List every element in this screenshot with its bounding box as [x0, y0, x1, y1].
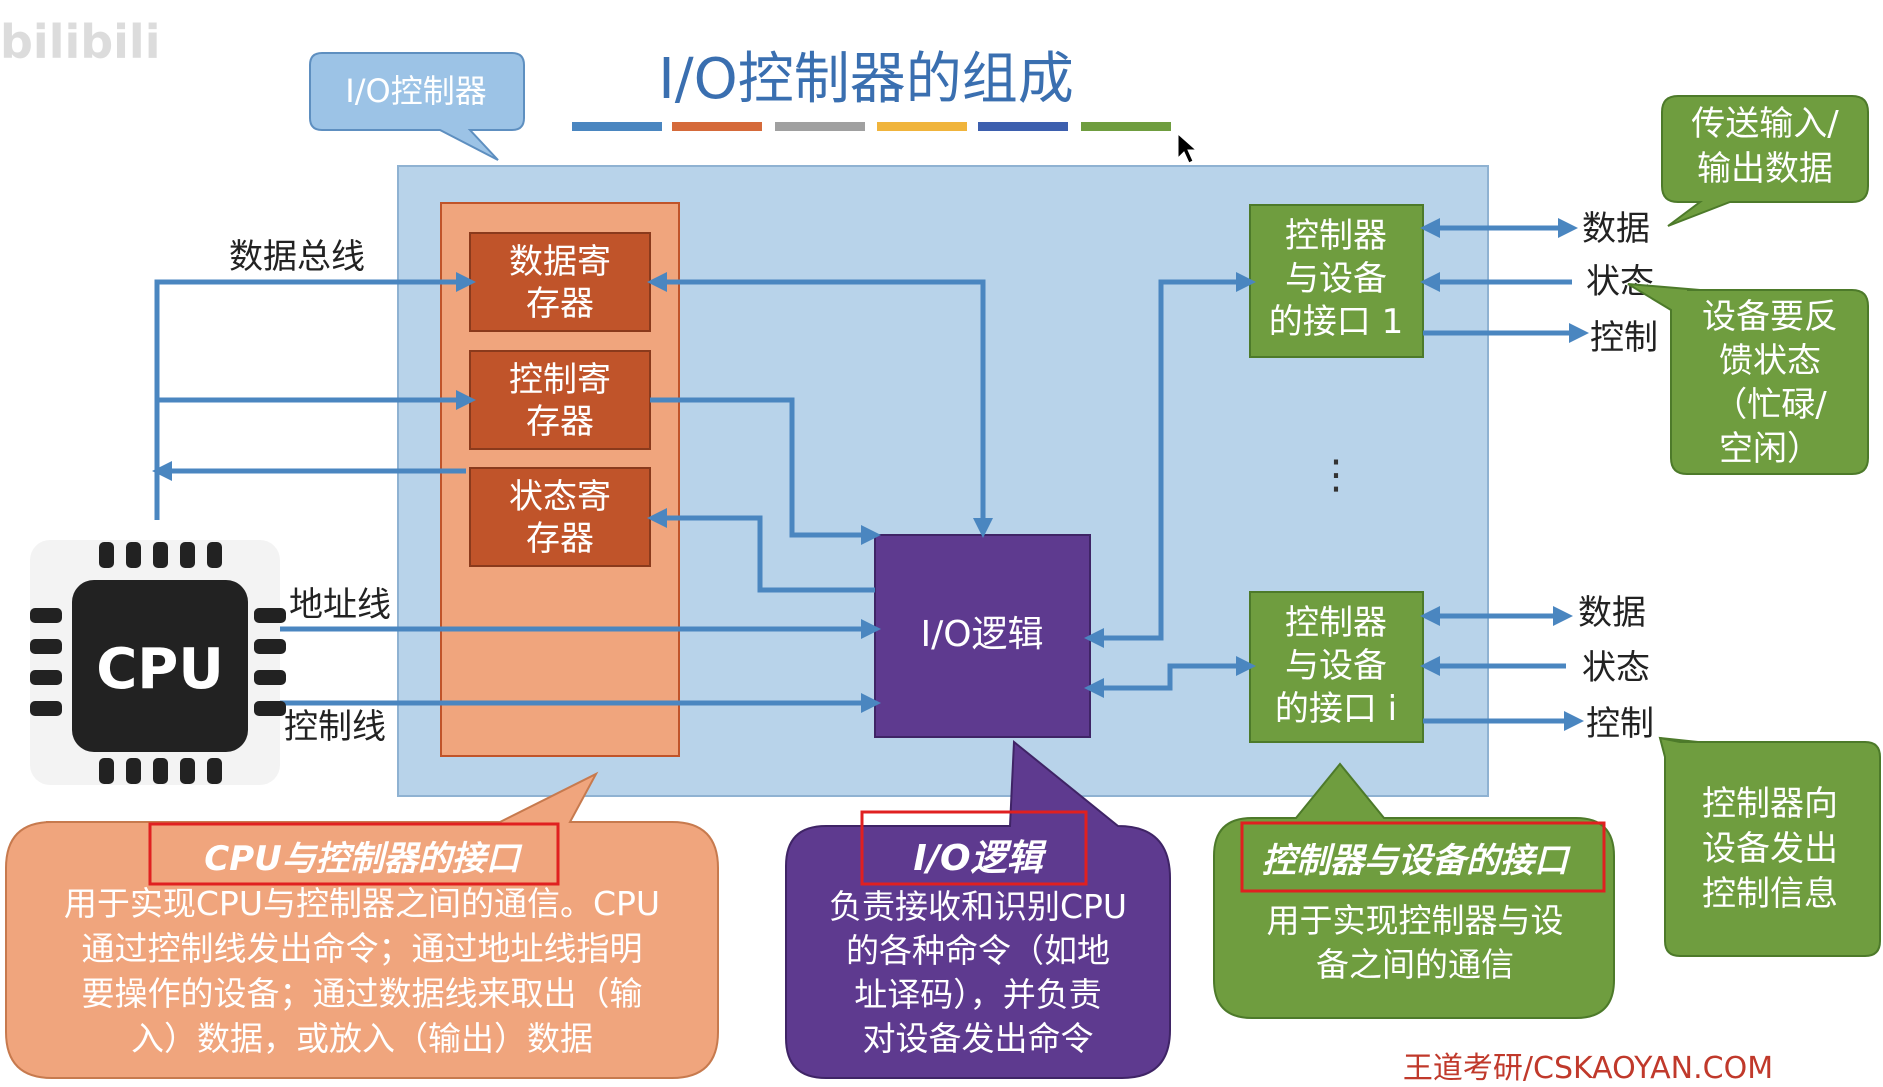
cursor-icon — [1177, 132, 1198, 164]
box-device-interface: 控制器与设备的接口 用于实现控制器与设 备之间的通信 — [1213, 762, 1615, 1019]
box-text: 入）数据，或放入（输出）数据 — [131, 1019, 593, 1058]
io-logic-to-status-register — [647, 508, 875, 593]
device-interface-i: 控制器 与设备 的接口 i — [1249, 591, 1424, 743]
footer-brand: 王道考研/CSKAOYAN.COM — [1403, 1051, 1773, 1083]
address-line-label: 地址线 — [289, 585, 391, 625]
interface-label: 与设备 — [1285, 259, 1387, 299]
box-text: 要操作的设备；通过数据线来取出（输 — [82, 974, 643, 1013]
page-title: I/O控制器的组成 — [658, 47, 1073, 112]
title-underline — [572, 122, 1171, 131]
interface-label: 控制器 — [1285, 216, 1387, 256]
callout-control: 控制器向 设备发出 控制信息 — [1658, 736, 1881, 957]
interface-label: 的接口 1 — [1269, 302, 1403, 342]
register-label: 存器 — [526, 402, 594, 442]
callout-text: 馈状态 — [1719, 341, 1821, 381]
io-logic-block: I/O逻辑 — [874, 534, 1091, 738]
box-text: 用于实现CPU与控制器之间的通信。CPU — [64, 884, 660, 923]
control-line-label: 控制线 — [284, 707, 386, 747]
underline-segment — [775, 122, 865, 131]
box-text: 负责接收和识别CPU — [829, 887, 1127, 926]
ellipsis: ⋮ — [1316, 452, 1356, 498]
interface-label: 的接口 i — [1275, 689, 1397, 729]
register-label: 存器 — [526, 284, 594, 324]
highlight-box — [1240, 821, 1606, 893]
box-text: 备之间的通信 — [1316, 945, 1514, 984]
device-interface-1: 控制器 与设备 的接口 1 — [1249, 204, 1424, 358]
callout-label: I/O控制器 — [345, 72, 486, 110]
box-title: 控制器与设备的接口 — [1262, 841, 1571, 881]
signal-label: 控制 — [1590, 318, 1658, 358]
watermark: bilibili — [0, 15, 160, 69]
cpu-body — [72, 580, 248, 752]
register-label: 数据寄 — [509, 242, 611, 282]
underline-segment — [877, 122, 967, 131]
status-register: 状态寄 存器 — [469, 467, 651, 567]
callout-io-controller: I/O控制器 — [309, 52, 525, 161]
underline-segment — [978, 122, 1068, 131]
callout-text: （忙碌/ — [1713, 385, 1827, 425]
register-label: 状态寄 — [509, 477, 611, 517]
box-title: CPU与控制器的接口 — [204, 839, 522, 879]
callout-text: 空闲） — [1719, 429, 1821, 469]
io-logic-interface-i-arrow — [1084, 656, 1256, 698]
signal-label: 状态 — [1582, 648, 1650, 688]
box-text: 址译码），并负责 — [854, 975, 1102, 1014]
callout-text: 设备要反 — [1702, 297, 1838, 337]
signal-labels-i: 数据 状态 控制 — [1578, 593, 1654, 744]
data-bus-label: 数据总线 — [229, 237, 365, 277]
control-register: 控制寄 存器 — [469, 350, 651, 450]
box-title: I/O逻辑 — [913, 838, 1047, 879]
data-register: 数据寄 存器 — [469, 232, 651, 332]
cpu-label: CPU — [96, 637, 224, 702]
data-bus-to-data-register — [154, 272, 476, 520]
callout-text: 设备发出 — [1702, 829, 1838, 869]
register-label: 控制寄 — [509, 360, 611, 400]
box-cpu-interface: CPU与控制器的接口 用于实现CPU与控制器之间的通信。CPU 通过控制线发出命… — [5, 771, 719, 1079]
callout-text: 控制器向 — [1702, 784, 1838, 824]
cpu-pins — [30, 542, 286, 784]
bus-arrows — [152, 218, 1589, 731]
register-label: 存器 — [526, 519, 594, 559]
callout-data: 传送输入/ 输出数据 — [1661, 95, 1869, 227]
highlight-box — [148, 822, 560, 886]
box-text: 对设备发出命令 — [863, 1019, 1094, 1058]
io-logic-interface-1-arrow — [1084, 272, 1256, 648]
signal-label: 数据 — [1582, 209, 1650, 249]
callout-status: 设备要反 馈状态 （忙碌/ 空闲） — [1627, 283, 1869, 475]
callout-text: 传送输入/ — [1691, 104, 1839, 144]
callout-text: 控制信息 — [1702, 874, 1838, 914]
box-text: 通过控制线发出命令；通过地址线指明 — [82, 929, 643, 968]
interface-label: 与设备 — [1285, 646, 1387, 686]
underline-segment — [572, 122, 662, 131]
io-logic-label: I/O逻辑 — [920, 614, 1043, 655]
underline-segment — [1081, 122, 1171, 131]
interface-label: 控制器 — [1285, 603, 1387, 643]
cpu-chip-icon: CPU — [30, 540, 286, 785]
data-register-io-logic-arrow — [647, 272, 993, 538]
box-io-logic: I/O逻辑 负责接收和识别CPU 的各种命令（如地 址译码），并负责 对设备发出… — [785, 739, 1171, 1079]
signal-labels-1: 数据 状态 控制 — [1582, 209, 1658, 358]
control-register-to-io-logic — [650, 397, 881, 545]
underline-segment — [672, 122, 762, 131]
signal-label: 状态 — [1586, 262, 1654, 302]
box-text: 的各种命令（如地 — [846, 931, 1110, 970]
highlight-box — [860, 810, 1088, 886]
callout-text: 输出数据 — [1697, 149, 1833, 189]
signal-label: 控制 — [1586, 704, 1654, 744]
signal-label: 数据 — [1578, 593, 1646, 633]
box-text: 用于实现控制器与设 — [1267, 901, 1564, 940]
callout-pointer — [1659, 737, 1699, 743]
